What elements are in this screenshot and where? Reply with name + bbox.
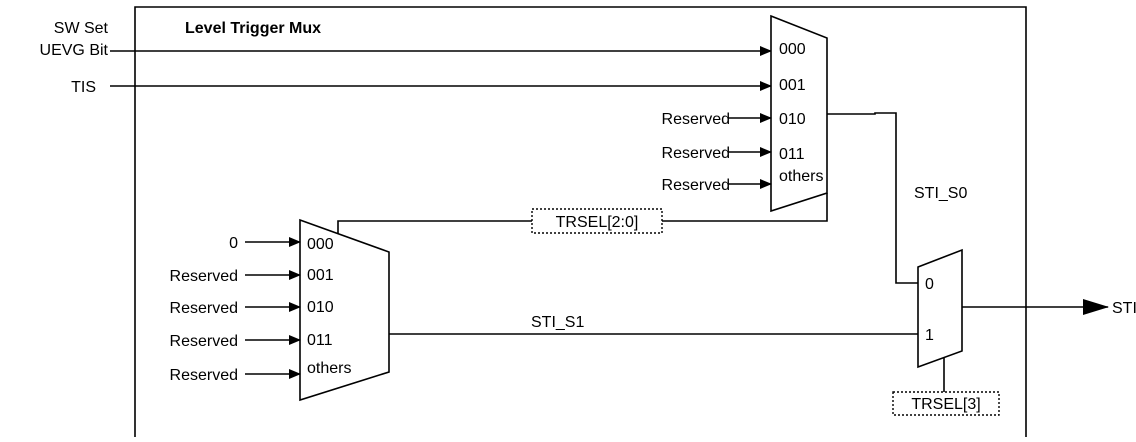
mux-s0-port-001: 001 [779,77,806,94]
mux-final-port-1: 1 [925,327,934,344]
mux-s0-port-others: others [779,168,823,185]
mux-s0-port-000: 000 [779,41,806,58]
mux-s1-input-label: Reserved [170,367,238,384]
sti-s0-label: STI_S0 [914,185,967,202]
mux-s0-input-label: Reserved [662,145,730,162]
tis-label: TIS [71,79,96,96]
trsel-low-wire-left [337,220,532,234]
mux-final [917,248,963,369]
mux-s1-input-label: Reserved [170,268,238,285]
mux-s0-input-label: Reserved [662,111,730,128]
level-trigger-mux-box [134,6,1027,437]
sti-s0-wire [827,112,918,284]
sti-output-label: STI [1112,300,1136,317]
mux-s1-port-others: others [307,360,351,377]
mux-s1-port-010: 010 [307,299,334,316]
mux-s1-input-label: 0 [229,235,238,252]
mux-s0-port-010: 010 [779,111,806,128]
trsel-low-label: TRSEL[2:0] [556,214,639,231]
mux-s1-input-label: Reserved [170,333,238,350]
diagram-title: Level Trigger Mux [185,20,321,37]
trsel-high-box [892,391,1000,416]
mux-s1-port-001: 001 [307,267,334,284]
trsel-low-wire-right [662,193,828,222]
mux-s1-port-000: 000 [307,236,334,253]
mux-s1-port-011: 011 [307,332,333,349]
mux-s1-input-label: Reserved [170,300,238,317]
trsel-low-box [531,208,663,234]
mux-s0-port-011: 011 [779,146,805,163]
trsel-high-label: TRSEL[3] [911,396,980,413]
mux-s0-input-label: Reserved [662,177,730,194]
sti-s1-label: STI_S1 [531,314,584,331]
mux-final-port-0: 0 [925,276,934,293]
sw-set-label: SW Set [54,20,109,37]
uevg-bit-label: UEVG Bit [40,42,109,59]
